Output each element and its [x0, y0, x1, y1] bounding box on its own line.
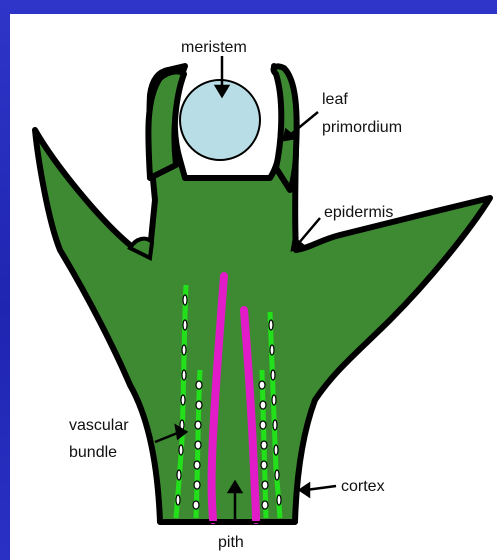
label-pith: pith — [218, 534, 244, 551]
label-vascular: vascular — [69, 417, 129, 434]
label-bundle: bundle — [69, 444, 117, 461]
label-leaf: leaf — [322, 91, 348, 108]
left-leaf-primordium — [148, 71, 184, 178]
label-epidermis: epidermis — [324, 204, 393, 221]
label-cortex: cortex — [341, 478, 385, 495]
label-primordium: primordium — [322, 119, 402, 136]
label-meristem: meristem — [181, 39, 247, 56]
